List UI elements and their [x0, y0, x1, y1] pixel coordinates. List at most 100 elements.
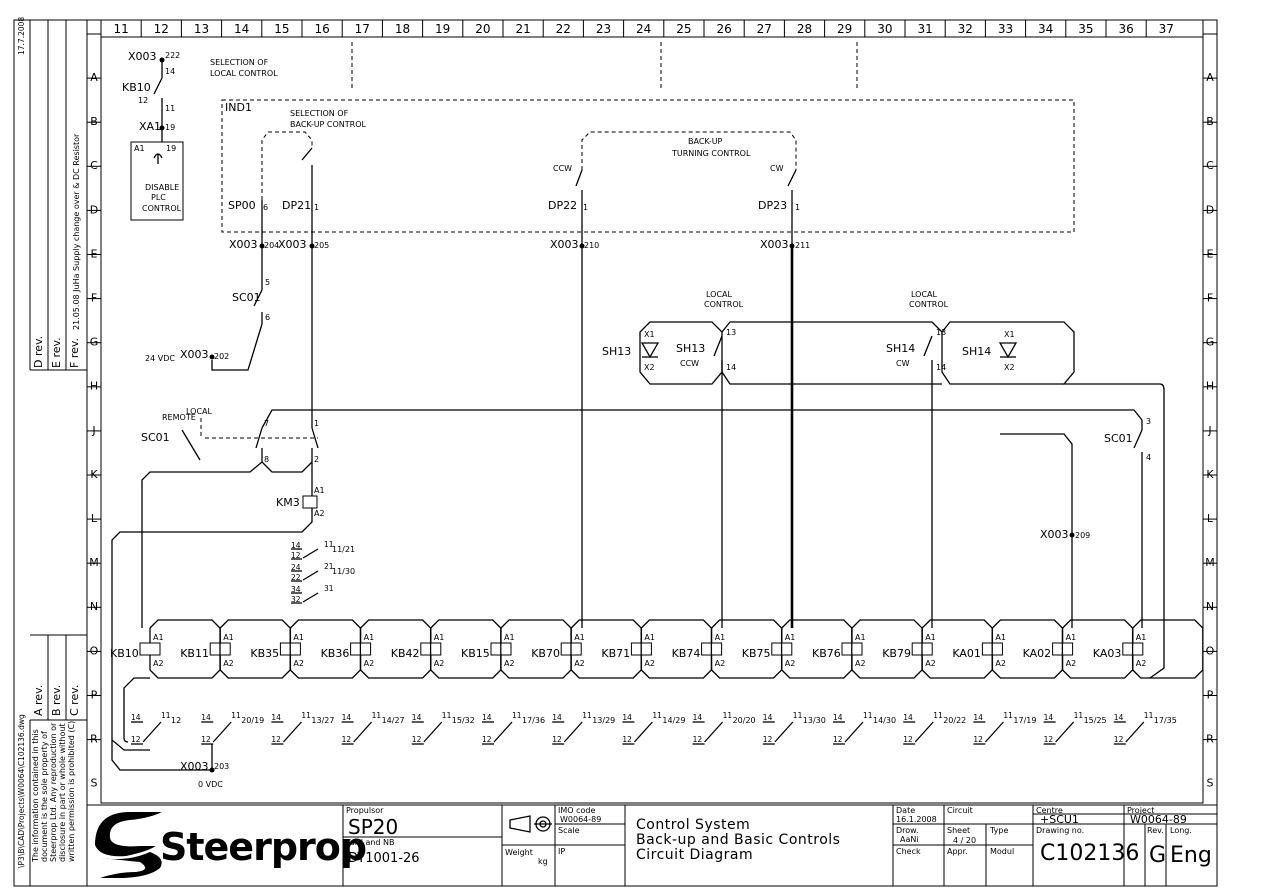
contact-bot: 12: [482, 735, 492, 744]
svg-text:210: 210: [584, 241, 599, 250]
contact-top: 14: [1114, 713, 1124, 722]
contact-top: 14: [763, 713, 773, 722]
row-letter-right: F: [1207, 292, 1213, 305]
svg-text:LOCAL CONTROL: LOCAL CONTROL: [210, 69, 278, 78]
km3-contact-top: 34: [291, 585, 301, 594]
contact-bot: 12: [552, 735, 562, 744]
row-letter-right: E: [1207, 247, 1214, 260]
svg-text:CCW: CCW: [680, 359, 699, 368]
yard-value: DY1001-26: [348, 851, 420, 866]
title-block: Steerprop Propulsor SP20 Yard and NB DY1…: [86, 804, 1218, 887]
row-letter-right: S: [1207, 777, 1214, 790]
km3-contact-bot: 22: [291, 573, 301, 582]
relay-a1: A1: [995, 633, 1006, 642]
km3-contact-xref: 11/30: [332, 567, 355, 576]
relay-label: KB71: [601, 647, 630, 660]
row-letter-left: P: [91, 688, 98, 701]
copyright-line-5: written permission is prohibited (C): [67, 721, 76, 862]
relay-km3: KM3 A1 A2: [111, 486, 325, 751]
svg-text:Long.: Long.: [1170, 826, 1192, 835]
svg-text:11: 11: [165, 104, 175, 113]
svg-text:Propulsor: Propulsor: [346, 806, 384, 815]
contact-bot: 12: [1114, 735, 1124, 744]
svg-text:BACK-UP CONTROL: BACK-UP CONTROL: [290, 120, 367, 129]
contact-xref: 14/27: [382, 716, 405, 725]
contact-xref: 17/36: [522, 716, 545, 725]
revision-value: G: [1149, 843, 1166, 868]
relay-label: KA03: [1093, 647, 1122, 660]
svg-text:CONTROL: CONTROL: [704, 300, 744, 309]
lamp-sh14: SH14: [962, 345, 991, 358]
column-number: 32: [958, 22, 973, 36]
column-number: 19: [435, 22, 450, 36]
terminal-x003-210: X003: [550, 238, 579, 251]
contact-bot: 12: [201, 735, 211, 744]
relay-a2: A2: [925, 659, 936, 668]
svg-text:Check: Check: [896, 847, 921, 856]
rev-f-label: F rev.: [68, 338, 81, 368]
column-number: 23: [596, 22, 611, 36]
relay-label: KA01: [952, 647, 981, 660]
relay-label: KB74: [672, 647, 701, 660]
svg-text:X2: X2: [1004, 363, 1015, 372]
copyright-line-3: Steerprop Ltd. Any reproduction or: [49, 722, 58, 862]
contact-xref: 13/30: [803, 716, 826, 725]
contact-top: 14: [833, 713, 843, 722]
contact-xref: 20/19: [241, 716, 264, 725]
contact-xref: 14/30: [873, 716, 896, 725]
svg-text:DISABLE: DISABLE: [145, 183, 179, 192]
rev-e-label: E rev.: [50, 337, 63, 368]
svg-text:13: 13: [936, 328, 946, 337]
relay-a1: A1: [504, 633, 515, 642]
svg-text:1: 1: [314, 419, 319, 428]
column-number: 28: [797, 22, 812, 36]
svg-text:205: 205: [314, 241, 329, 250]
column-number: 14: [234, 22, 249, 36]
drawn-by-value: AaNi: [900, 835, 919, 844]
revision-strip: [13, 19, 88, 887]
svg-text:A1: A1: [134, 144, 145, 153]
row-letter-left: N: [90, 600, 98, 613]
contact-xref: 20/22: [943, 716, 966, 725]
relay-a2: A2: [995, 659, 1006, 668]
pushbutton-sh13: SH13: [676, 342, 705, 355]
svg-text:Weight: Weight: [505, 848, 533, 857]
lamp-sh13: SH13: [602, 345, 631, 358]
contact-xref: 20/20: [733, 716, 756, 725]
svg-text:LOCAL: LOCAL: [186, 407, 213, 416]
sc01-supply-branch: 5 SC01 6 24 VDC X003 202: [145, 246, 270, 371]
row-letter-left: J: [91, 424, 95, 437]
contact-bot: 12: [903, 735, 913, 744]
svg-text:1: 1: [314, 203, 319, 212]
relay-a2: A2: [434, 659, 445, 668]
switch-sc01-right-label: SC01: [1104, 432, 1133, 445]
relay-a2: A2: [644, 659, 655, 668]
project-value: W0064-89: [1130, 813, 1187, 826]
contact-top: 14: [973, 713, 983, 722]
centre-value: +SCU1: [1040, 813, 1079, 826]
svg-text:REMOTE: REMOTE: [162, 413, 196, 422]
svg-text:211: 211: [795, 241, 810, 250]
relay-a1: A1: [785, 633, 796, 642]
contact-top: 14: [903, 713, 913, 722]
relay-label: KB10: [110, 647, 139, 660]
svg-text:Appr.: Appr.: [947, 847, 968, 856]
column-number: 12: [154, 22, 169, 36]
propulsor-value: SP20: [348, 815, 398, 839]
relay-label: KA02: [1023, 647, 1052, 660]
terminal-x003-222: X003: [128, 50, 157, 63]
contact-ref: 11: [231, 711, 241, 720]
contact-xref: 17/19: [1013, 716, 1036, 725]
svg-text:Project: Project: [1127, 806, 1154, 815]
contact-dp22: DP22: [548, 199, 577, 212]
svg-text:209: 209: [1075, 531, 1090, 540]
svg-text:BACK-UP: BACK-UP: [688, 137, 723, 146]
ind1-label: IND1: [225, 101, 252, 114]
